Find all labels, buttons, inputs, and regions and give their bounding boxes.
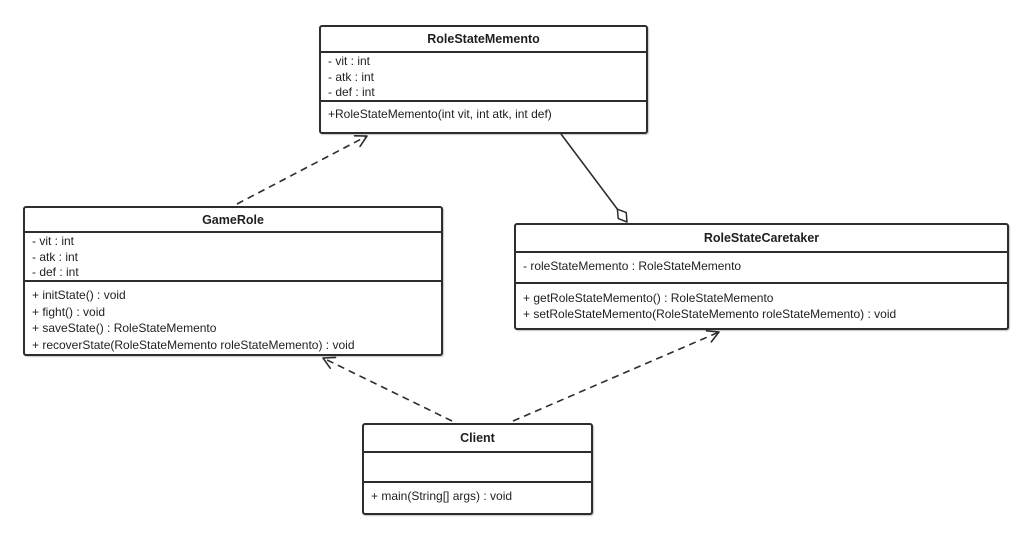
method: + saveState() : RoleStateMemento (32, 321, 217, 335)
methods-compartment: + getRoleStateMemento() : RoleStateMemen… (516, 284, 1007, 328)
attribute: - def : int (328, 85, 375, 99)
class-name: RoleStateMemento (321, 27, 646, 53)
method: + main(String[] args) : void (371, 489, 513, 503)
attribute: - atk : int (32, 249, 79, 264)
attributes-compartment: - roleStateMemento : RoleStateMemento (516, 253, 1007, 284)
methods-compartment: + initState() : void + fight() : void + … (25, 282, 441, 354)
dependency-client-to-rolestatecaretaker[interactable] (512, 330, 720, 422)
attribute: - roleStateMemento : RoleStateMemento (523, 259, 742, 273)
aggregation-rolestatecaretaker-of-rolestatememento[interactable] (560, 133, 628, 223)
method: + fight() : void (32, 304, 106, 319)
attributes-compartment: - vit : int - atk : int - def : int (25, 233, 441, 282)
methods-compartment: + main(String[] args) : void (364, 483, 591, 513)
class-gamerole[interactable]: GameRole - vit : int - atk : int - def :… (23, 206, 443, 356)
class-rolestatememento[interactable]: RoleStateMemento - vit : int - atk : int… (319, 25, 648, 134)
dependency-gamerole-to-rolestatememento[interactable] (236, 134, 368, 205)
attributes-compartment-empty (364, 453, 591, 483)
method: + recoverState(RoleStateMemento roleStat… (32, 337, 355, 352)
method: + initState() : void (32, 288, 126, 302)
class-name: GameRole (25, 208, 441, 233)
class-name: RoleStateCaretaker (516, 225, 1007, 253)
class-rolestatecaretaker[interactable]: RoleStateCaretaker - roleStateMemento : … (514, 223, 1009, 330)
method: + getRoleStateMemento() : RoleStateMemen… (523, 291, 774, 305)
methods-compartment: +RoleStateMemento(int vit, int atk, int … (321, 102, 646, 132)
attributes-compartment: - vit : int - atk : int - def : int (321, 53, 646, 102)
class-name: Client (364, 425, 591, 453)
method: + setRoleStateMemento(RoleStateMemento r… (523, 307, 897, 321)
attribute: - vit : int (32, 234, 75, 248)
class-client[interactable]: Client + main(String[] args) : void (362, 423, 593, 515)
attribute: - atk : int (328, 69, 375, 84)
attribute: - vit : int (328, 54, 371, 68)
dependency-client-to-gamerole[interactable] (322, 356, 453, 422)
attribute: - def : int (32, 265, 79, 279)
method: +RoleStateMemento(int vit, int atk, int … (328, 107, 552, 121)
